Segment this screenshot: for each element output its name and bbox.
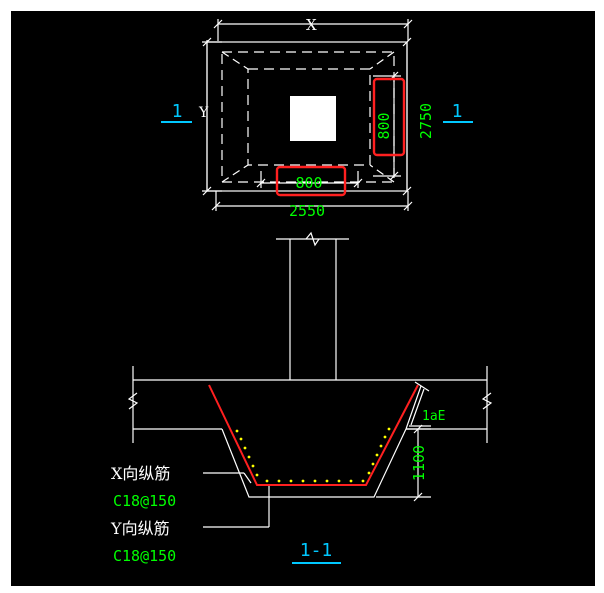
y-bar-label: Y向纵筋 bbox=[110, 519, 170, 538]
dim-bottom-value: 800 bbox=[295, 174, 322, 192]
section-view bbox=[127, 231, 493, 528]
depth-value: 1100 bbox=[410, 445, 428, 481]
highlight-box-right bbox=[372, 77, 406, 157]
x-bar-spec: C18@150 bbox=[113, 492, 176, 510]
plan-dashed-inner bbox=[247, 68, 371, 166]
dim-right-total: 2750 bbox=[417, 103, 435, 139]
highlight-box-bottom bbox=[275, 165, 347, 197]
dim-bottom-total: 2550 bbox=[289, 202, 325, 220]
cad-drawing-canvas: X Y 800 2750 800 2550 1 1 bbox=[11, 11, 595, 586]
plan-dashed-outer bbox=[221, 51, 395, 183]
svg-text:1: 1 bbox=[452, 101, 463, 122]
x-bar-label: X向纵筋 bbox=[111, 464, 170, 483]
dim-y-label: Y bbox=[198, 105, 209, 121]
rebar-dots bbox=[235, 427, 391, 483]
plan-column bbox=[290, 96, 336, 141]
y-bar-spec: C18@150 bbox=[113, 547, 176, 565]
la-label: 1aE bbox=[422, 409, 445, 424]
section-title: 1-1 bbox=[292, 540, 341, 564]
svg-text:1-1: 1-1 bbox=[300, 540, 333, 561]
plan-view bbox=[202, 19, 413, 211]
dim-right-value: 800 bbox=[375, 112, 393, 139]
cad-drawing: X Y 800 2750 800 2550 1 1 bbox=[110, 16, 493, 565]
screenshot-frame: X Y 800 2750 800 2550 1 1 bbox=[3, 3, 601, 590]
section-mark-left: 1 bbox=[161, 101, 192, 123]
svg-text:1: 1 bbox=[172, 101, 183, 122]
rebar-line bbox=[208, 384, 419, 486]
dim-x-label: X bbox=[306, 16, 317, 34]
section-mark-right: 1 bbox=[443, 101, 473, 123]
